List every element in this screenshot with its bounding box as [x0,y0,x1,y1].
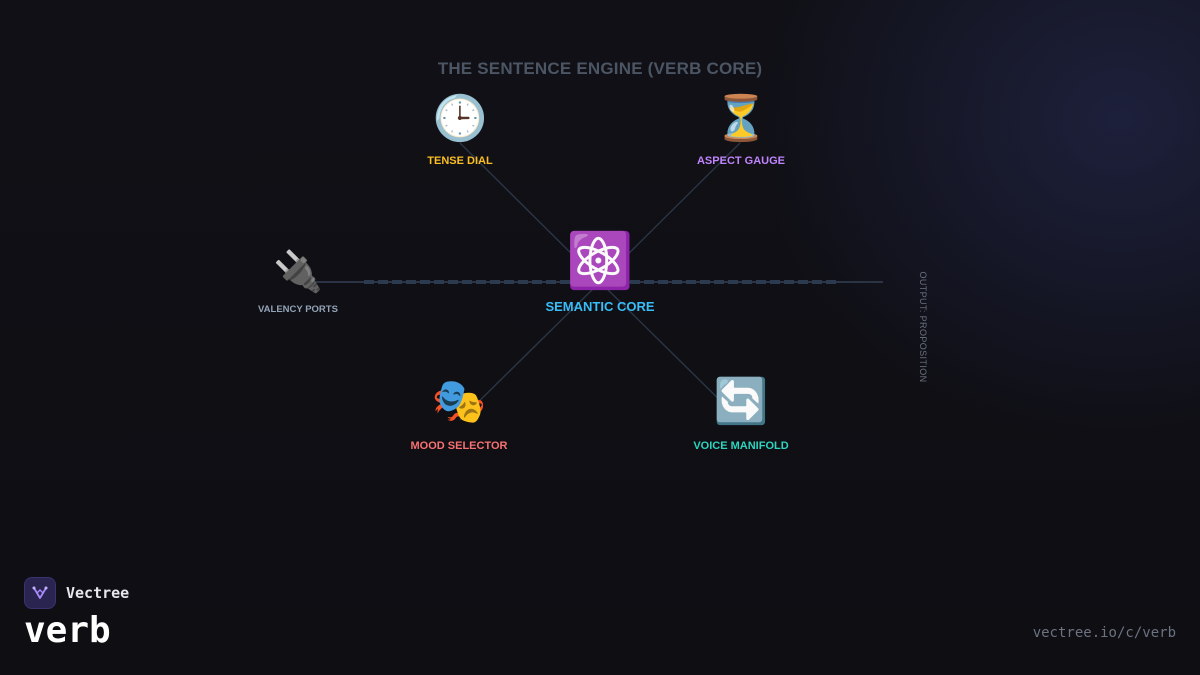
wire-mood-core [459,281,601,421]
brand-name: Vectree [66,584,130,602]
output-proposition-label: OUTPUT: PROPOSITION [918,271,928,383]
node-aspect-gauge: ⏳ ASPECT GAUGE [696,93,786,168]
topic-word: verb [24,610,111,651]
wire-voice-core [599,281,741,421]
semantic-core-label: SEMANTIC CORE [545,299,655,314]
plug-icon: 🔌 [273,249,323,295]
brand-lockup: Vectree [24,577,129,609]
atom-icon: ⚛️ [566,229,634,292]
node-tense-dial: 🕒 TENSE DIAL [427,93,493,168]
node-voice-manifold: 🔄 VOICE MANIFOLD [693,376,789,453]
wire-tense-core [459,142,601,283]
wire-aspect-core [599,142,741,283]
tense-dial-label: TENSE DIAL [427,155,493,167]
vectree-logo-icon [24,577,56,609]
hourglass-icon: ⏳ [713,93,769,144]
mood-selector-label: MOOD SELECTOR [410,440,508,452]
voice-manifold-label: VOICE MANIFOLD [693,440,789,452]
theater-masks-icon: 🎭 [431,376,487,427]
cycle-arrows-icon: 🔄 [713,376,769,427]
node-semantic-core: ⚛️ SEMANTIC CORE [545,229,655,315]
brand-url: vectree.io/c/verb [1032,625,1176,641]
node-mood-selector: 🎭 MOOD SELECTOR [410,376,508,453]
diagram-title: THE SENTENCE ENGINE (VERB CORE) [437,59,763,78]
aspect-gauge-label: ASPECT GAUGE [696,155,786,167]
valency-ports-label: VALENCY PORTS [258,304,338,315]
node-valency-ports: 🔌 VALENCY PORTS [258,252,338,315]
clock-icon: 🕒 [432,93,488,144]
